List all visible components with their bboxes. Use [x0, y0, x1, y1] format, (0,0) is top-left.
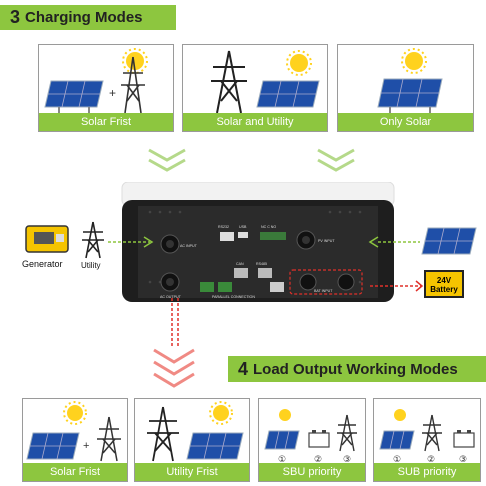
output-mode-label: SUB priority: [374, 463, 480, 481]
solar-panel-icon: [186, 432, 244, 460]
parallel-port-2: [218, 282, 232, 292]
battery-terminal-negative: [299, 273, 317, 291]
usb-mark: USB: [239, 225, 247, 229]
plus-icon: +: [83, 440, 89, 452]
solar-panel-icon: [264, 430, 300, 450]
solar-plus-utility-illustration: +: [44, 48, 148, 114]
battery-icon: 24V Battery: [424, 270, 464, 298]
step-one-icon: ①: [393, 455, 401, 465]
charging-modes-banner: 3 Charging Modes: [0, 5, 176, 30]
solar-panel-icon: [256, 80, 320, 108]
sun-icon: [209, 401, 233, 425]
pv-input-mark: PV INPUT: [318, 239, 335, 243]
dry-contact-port: [260, 232, 286, 240]
parallel-mark: PARALLEL CONNECTION: [212, 295, 255, 299]
ac-input-terminal: [160, 234, 180, 254]
battery-icon: [453, 430, 475, 448]
step-two-icon: ②: [314, 455, 322, 465]
charging-mode-card-solar-first: + Solar Frist: [38, 44, 174, 132]
output-mode-card-sub-priority: ① ② ③ SUB priority: [373, 398, 481, 482]
solar-panel-icon: [421, 227, 477, 255]
charging-mode-card-solar-and-utility: Solar and Utility: [182, 44, 328, 132]
pylon-icon: [211, 50, 247, 114]
output-mode-card-sbu-priority: ① ② ③ SBU priority: [258, 398, 366, 482]
sun-icon: [279, 409, 291, 421]
sun-icon: [394, 409, 406, 421]
pv-arrow: [368, 236, 420, 248]
charging-mode-card-only-solar: Only Solar: [337, 44, 474, 132]
pylon-icon: [121, 56, 145, 114]
load-output-modes-banner: 4 Load Output Working Modes: [228, 356, 486, 382]
rs485-port: [258, 268, 272, 278]
pv-input-terminal: [296, 230, 316, 250]
pylon-icon: [147, 406, 179, 462]
ac-input-mark: AC INPUT: [180, 244, 198, 248]
can-mark: CAN: [236, 262, 244, 266]
chevron-down-icon: [148, 148, 186, 172]
sun-icon: [286, 50, 312, 76]
inverter-device: RS232 USB NC C NO AC INPUT PV INPUT CAN …: [120, 181, 396, 304]
only-solar-illustration: [377, 48, 443, 113]
load-output-modes-title: Load Output Working Modes: [253, 360, 458, 378]
output-mode-label: Utility Frist: [135, 463, 249, 481]
battery-terminal-positive: [337, 273, 355, 291]
pylon-icon: [82, 221, 104, 259]
bat-input-mark: BAT INPUT: [314, 289, 333, 293]
ac-output-terminal: [160, 272, 180, 292]
load-output-modes-number: 4: [238, 358, 249, 379]
rs232-port: [220, 232, 234, 241]
chevron-down-icon: [317, 148, 355, 172]
pylon-icon: [422, 414, 442, 452]
solar-panel-icon: [377, 78, 443, 113]
generator-label: Generator: [22, 259, 63, 269]
step-three-icon: ③: [459, 455, 467, 465]
solar-panel-icon: [379, 430, 415, 450]
sun-icon: [63, 401, 87, 425]
ac-output-mark: AC OUTPUT: [160, 295, 182, 299]
charging-modes-title: Charging Modes: [25, 9, 143, 26]
parallel-port-1: [200, 282, 214, 292]
output-arrow: [153, 298, 195, 388]
sun-icon: [122, 48, 148, 74]
rs232-mark: RS232: [218, 225, 229, 229]
sun-icon: [401, 48, 427, 74]
step-one-icon: ①: [278, 455, 286, 465]
step-two-icon: ②: [427, 455, 435, 465]
can-port: [234, 268, 248, 278]
generator-icon: [25, 225, 69, 253]
charging-mode-label: Only Solar: [338, 113, 473, 131]
output-mode-card-solar-first: + Solar Frist: [22, 398, 128, 482]
solar-panel-icon: [26, 432, 80, 460]
battery-arrow: [370, 280, 424, 292]
parallel-port-3: [270, 282, 284, 292]
battery-icon: [308, 430, 330, 448]
charging-mode-label: Solar Frist: [39, 113, 173, 131]
plus-icon: +: [109, 86, 116, 100]
charging-modes-number: 3: [10, 7, 21, 27]
solar-and-utility-illustration: [211, 50, 320, 114]
charging-mode-label: Solar and Utility: [183, 113, 327, 131]
solar-panel-icon: [44, 80, 104, 113]
rs485-mark: RS485: [256, 262, 267, 266]
input-arrow-left: [108, 236, 154, 248]
utility-label: Utility: [81, 261, 101, 270]
output-mode-label: Solar Frist: [23, 463, 127, 481]
step-three-icon: ③: [343, 455, 351, 465]
nc-c-no-mark: NC C NO: [261, 225, 276, 229]
output-mode-label: SBU priority: [259, 463, 365, 481]
battery-voltage-label: 24V: [436, 276, 452, 285]
pylon-icon: [337, 414, 357, 452]
output-mode-card-utility-first: Utility Frist: [134, 398, 250, 482]
usb-port: [238, 232, 248, 238]
battery-label: Battery: [430, 285, 458, 294]
pylon-icon: [97, 416, 121, 462]
